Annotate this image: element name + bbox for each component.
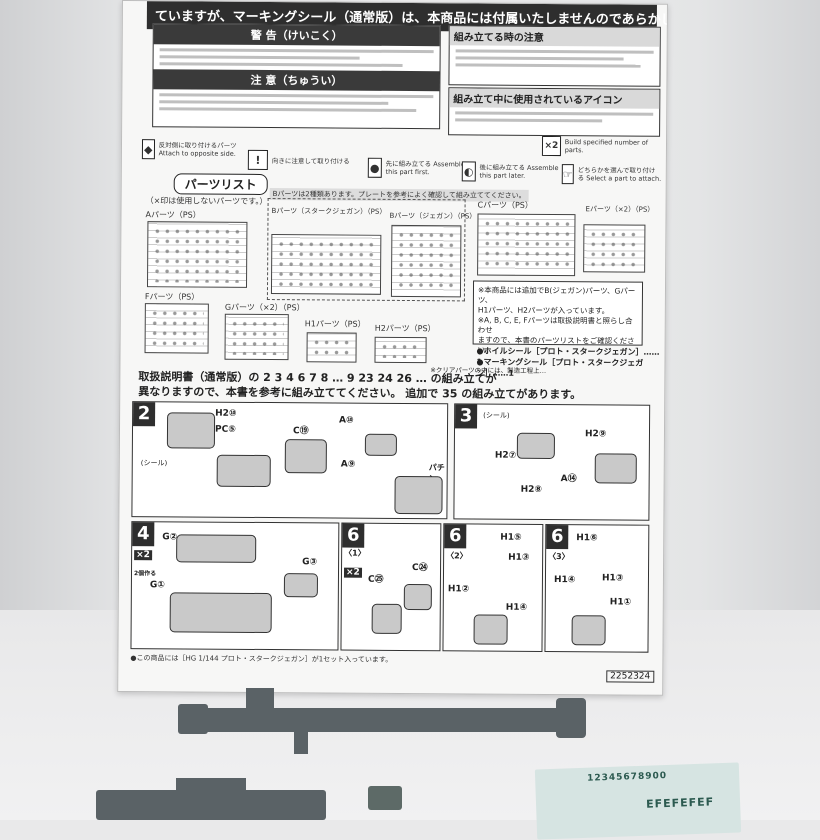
step-number: 6 — [342, 523, 365, 548]
step-number: 3 — [455, 404, 478, 429]
decal-numbers: 12345678900 — [587, 770, 668, 784]
sprue-label-c: Cパーツ（PS） — [477, 200, 533, 210]
circle-icon: ● — [367, 157, 382, 178]
step-6-1: 6 〈1〉 C㉕ C㉔ ×2 — [340, 522, 442, 652]
step-number: 6 — [444, 524, 467, 549]
icon-opposite-side: ◆ 反対側に取り付けるパーツ Attach to opposite side. — [141, 139, 252, 160]
half-circle-icon: ◐ — [461, 161, 476, 182]
rocket-pod-part — [176, 534, 257, 563]
clip-part — [364, 433, 397, 456]
hand-part-2 — [403, 583, 432, 611]
decal-letters: EFEFEFEF — [645, 795, 715, 811]
info-box: ※本商品には追加でB(ジェガン)パーツ、Gパーツ、 H1パーツ、H2パーツが入っ… — [472, 280, 644, 355]
sprue-h2 — [374, 336, 427, 364]
sprue-label-h1: H1パーツ（PS） — [304, 319, 366, 329]
sprue-label-b-jegan: Bパーツ（ジェガン）（PS） — [389, 211, 477, 221]
fist-part — [473, 614, 508, 645]
beam-rifle-grip — [294, 728, 308, 754]
beam-rifle-barrel — [178, 708, 560, 732]
beam-rifle-stock — [178, 704, 208, 734]
assembly-notes-box: 組み立てる時の注意 — [448, 25, 661, 87]
beam-rifle-muzzle — [556, 698, 586, 738]
sprue-b-jegan — [390, 224, 462, 298]
step-number: 6 — [546, 524, 569, 550]
footer-note: ●この商品には［HG 1/144 プロト・スタークジェガン］が1セット入っていま… — [130, 654, 393, 664]
icon-select: ☞ どちらかを選んで取り付ける Select a part to attach. — [561, 164, 662, 185]
parts-list-title: パーツリスト — [173, 173, 268, 196]
icon-first: ● 先に組み立てる Assemble this part first. — [367, 157, 468, 179]
fist-part — [571, 615, 606, 646]
small-part — [368, 786, 402, 810]
sprue-label-g: Gパーツ（×2）（PS） — [224, 302, 305, 313]
body-part — [216, 454, 271, 488]
sprue-g — [224, 313, 289, 361]
hand-part — [371, 603, 402, 634]
icon-later: ◐ 後に組み立てる Assemble this part later. — [461, 161, 562, 182]
icon-quantity: ×2 Build specified number of parts. — [541, 135, 662, 157]
assembled-part — [394, 475, 443, 515]
barrel-part — [516, 432, 555, 460]
product-code: 2252324 — [606, 670, 655, 683]
sprue-f — [144, 303, 209, 354]
sprue-c — [477, 213, 576, 277]
icon-legend-title: 組み立て中に使用されているアイコン — [449, 88, 660, 109]
sprue-e — [583, 224, 646, 273]
warning-box: 警 告（けいこく） 注 意（ちゅうい） — [152, 23, 441, 130]
rocket-pod-part-2 — [169, 592, 272, 634]
step-number: 4 — [132, 522, 155, 547]
diamond-icon: ◆ — [141, 139, 155, 160]
sprue-b-stark — [270, 234, 382, 295]
instruction-sheet: ていますが、マーキングシール（通常版）は、本商品には付属いたしませんのであらかじ… — [117, 0, 668, 696]
step-4: 4 G② G① G③ ×2 2個作る — [130, 521, 340, 651]
sprue-label-e: Eパーツ（×2）（PS） — [585, 205, 655, 214]
assembly-notes-title: 組み立てる時の注意 — [449, 26, 660, 47]
icon-orientation: ! 向きに注意して取り付ける — [247, 149, 368, 171]
caution-header: 注 意（ちゅうい） — [153, 69, 440, 92]
joint-part — [283, 573, 319, 598]
warning-header: 警 告（けいこく） — [153, 24, 440, 47]
step-6-3: 6 〈3〉 H1⑥ H1④ H1③ H1① — [544, 523, 650, 653]
sprue-label-a: Aパーツ（PS） — [145, 210, 201, 220]
bazooka-body — [96, 790, 326, 820]
hand-icon: ☞ — [561, 164, 574, 185]
sprue-label-b-stark: Bパーツ（スタークジェガン）（PS） — [271, 207, 387, 216]
parts-note: （×印は使用しないパーツです。） — [145, 196, 268, 207]
torso-part — [284, 439, 327, 474]
sprue-label-f: Fパーツ（PS） — [144, 292, 200, 302]
bazooka-top — [176, 778, 246, 794]
times-two-icon: ×2 — [541, 135, 561, 157]
head-part — [166, 412, 216, 449]
step-3: 3 H2⑨ H2⑦ H2⑧ A⑭ (シール) — [453, 403, 651, 521]
sprue-label-h2: H2パーツ（PS） — [374, 323, 436, 334]
sprue-h1 — [306, 332, 357, 363]
step-number: 2 — [133, 402, 156, 427]
decal-sheet: 12345678900 EFEFEFEF — [534, 762, 742, 840]
sprue-a — [146, 221, 248, 288]
barrel-part-2 — [594, 453, 637, 484]
step-2: 2 H2⑩ PC⑤ C⑲ A⑩ A⑨ パチン (シール) — [131, 401, 449, 520]
beam-rifle-sight — [246, 688, 274, 708]
icon-legend-box: 組み立て中に使用されているアイコン — [448, 87, 661, 137]
step-6-2: 6 〈2〉 H1⑤ H1③ H1② H1④ — [442, 523, 544, 652]
exclamation-icon: ! — [247, 149, 268, 171]
